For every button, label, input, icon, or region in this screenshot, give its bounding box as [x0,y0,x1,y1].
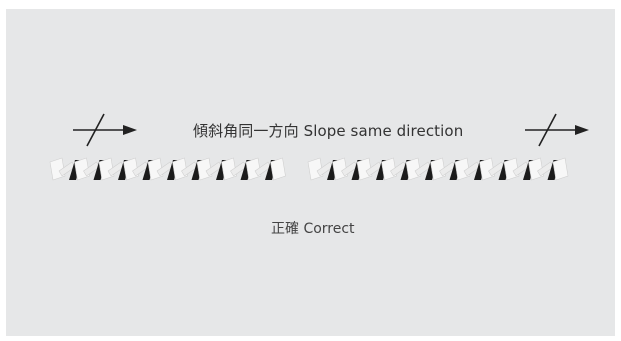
left-chain [49,157,286,181]
chain-end-tile [270,157,286,181]
chain-link [454,157,487,181]
chain-link [381,157,414,181]
diagram-heading: 傾斜角同一方向 Slope same direction [193,122,464,140]
diagram-caption: 正確 Correct [271,221,355,237]
chain-link [123,157,156,181]
chain-end-tile [552,157,569,181]
slash-arrow-icon-left [73,113,137,147]
chain-link [528,157,561,181]
slash-arrow-icon-right [525,113,589,147]
right-chain [307,157,569,181]
brick-chain-row [49,157,569,181]
chain-link [74,157,107,181]
chain-link [172,157,205,181]
